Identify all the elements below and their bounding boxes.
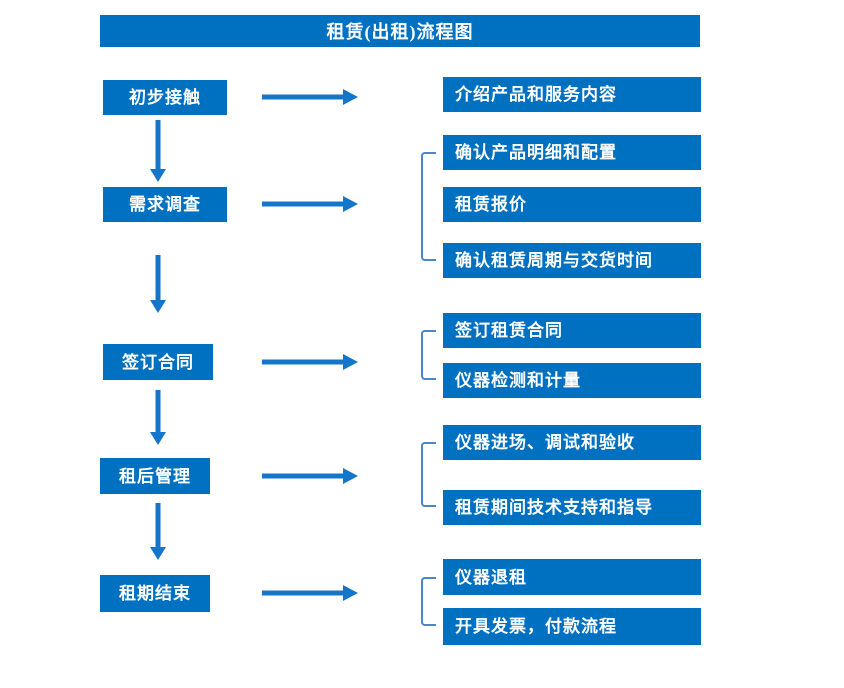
output-box-rental-quotation: 租赁报价 (443, 187, 701, 222)
bracket-post-rental-outputs (421, 442, 436, 507)
step-box-demand-survey: 需求调查 (103, 187, 227, 222)
right-arrow-step5 (262, 585, 358, 601)
output-box-tech-support-during-rental: 租赁期间技术支持和指导 (443, 490, 701, 525)
down-arrow-step1-step2 (150, 120, 166, 182)
step-box-sign-contract: 签订合同 (103, 344, 213, 380)
output-box-introduce-products-services: 介绍产品和服务内容 (443, 77, 701, 112)
step-box-initial-contact: 初步接触 (103, 80, 227, 115)
output-box-confirm-product-details: 确认产品明细和配置 (443, 135, 701, 170)
step-box-post-rental-management: 租后管理 (100, 458, 210, 494)
step-box-rental-period-end: 租期结束 (100, 575, 210, 612)
down-arrow-step3-step4 (150, 390, 166, 445)
bracket-rental-end-outputs (421, 577, 436, 626)
right-arrow-step2 (262, 196, 358, 212)
right-arrow-step3 (262, 354, 358, 370)
output-box-instrument-entry-debug-acceptance: 仪器进场、调试和验收 (443, 425, 701, 460)
right-arrow-step1 (262, 89, 358, 105)
output-box-sign-rental-contract: 签订租赁合同 (443, 313, 701, 348)
right-arrow-step4 (262, 468, 358, 484)
output-box-confirm-rental-period-delivery: 确认租赁周期与交货时间 (443, 243, 701, 278)
output-box-invoice-payment-process: 开具发票，付款流程 (443, 608, 701, 645)
down-arrow-step2-step3 (150, 255, 166, 313)
bracket-sign-contract-outputs (421, 330, 436, 380)
bracket-demand-survey-outputs (421, 152, 436, 261)
down-arrow-step4-step5 (150, 503, 166, 560)
flowchart-title-bar: 租赁(出租)流程图 (100, 15, 700, 47)
output-box-instrument-testing-metering: 仪器检测和计量 (443, 363, 701, 398)
flowchart-title: 租赁(出租)流程图 (326, 22, 474, 42)
output-box-instrument-return: 仪器退租 (443, 559, 701, 595)
